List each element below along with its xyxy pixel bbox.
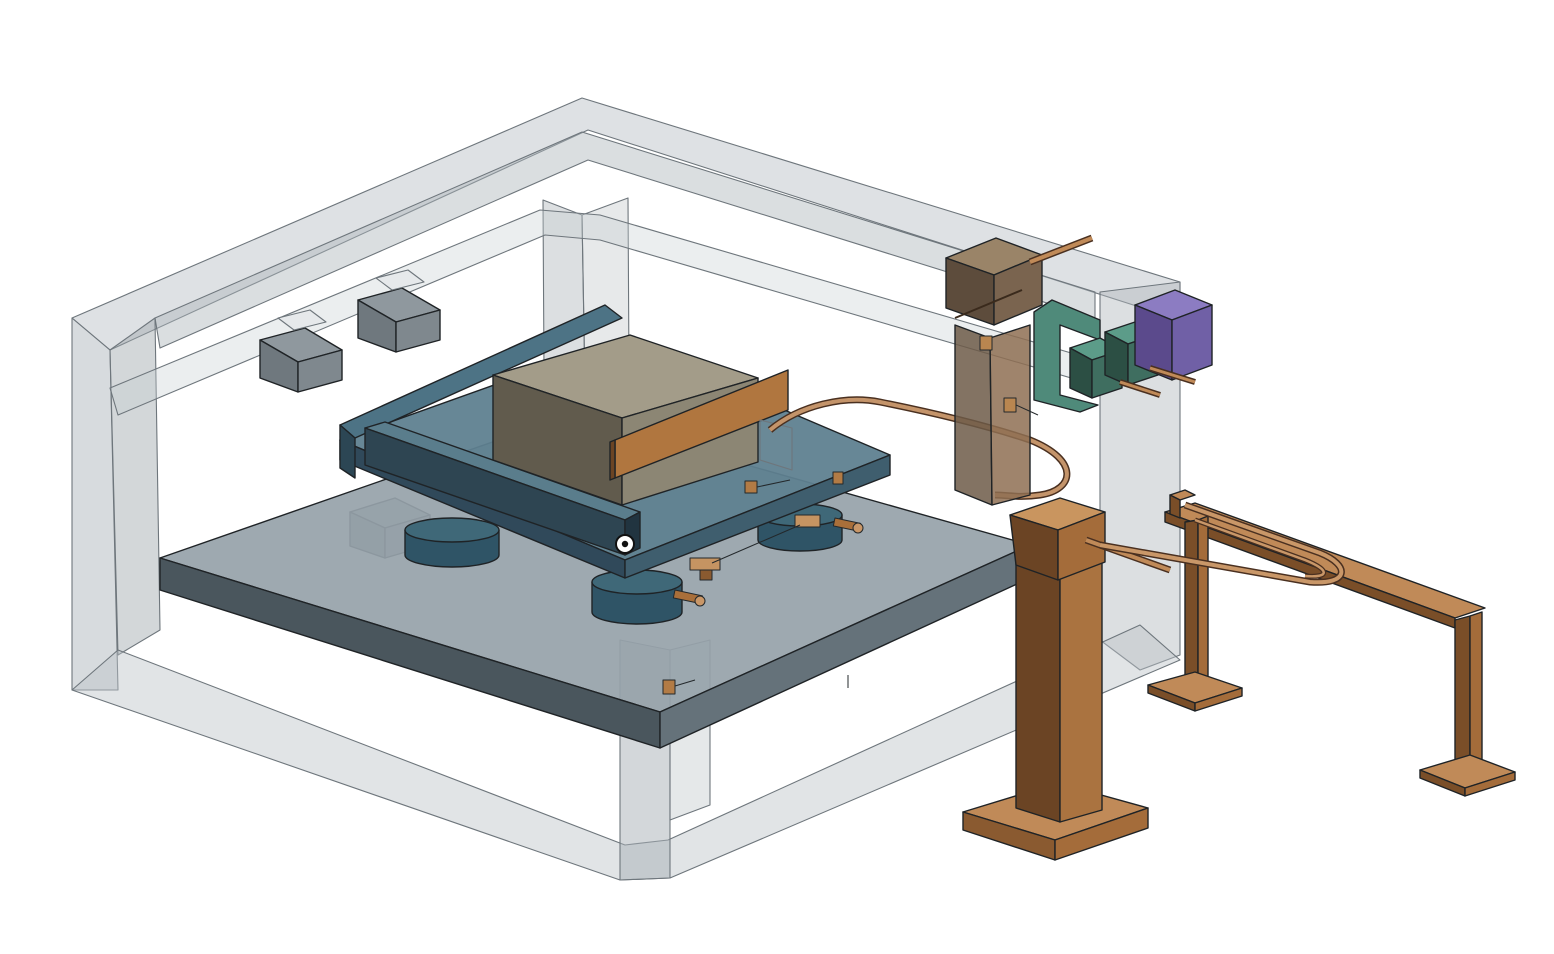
connector-a[interactable] (744, 480, 758, 494)
connector-b[interactable] (832, 471, 844, 485)
module-rods[interactable] (1119, 365, 1196, 398)
sensor-box-1[interactable] (259, 309, 343, 393)
stage-plate-right (624, 454, 891, 579)
column-rear-face-left (954, 324, 993, 506)
arm-beam-top (1164, 502, 1486, 619)
connector-d[interactable] (689, 557, 721, 571)
pedestal-head-right (1057, 511, 1106, 581)
connector-c[interactable] (794, 514, 821, 528)
connector-f[interactable] (662, 679, 676, 695)
column-rear-face-right (989, 324, 1031, 506)
column-fittings[interactable] (979, 335, 1039, 416)
arm-leg-near (1454, 615, 1471, 779)
front-pedestal[interactable] (962, 497, 1149, 861)
pedestal-base-right (1054, 807, 1149, 861)
copper-shield-plate[interactable] (609, 369, 789, 481)
column-rod[interactable] (954, 234, 1094, 319)
transfer-rails[interactable] (1099, 501, 1345, 586)
stage-rear-rail-face (339, 424, 356, 479)
arm-leg-far (1184, 519, 1199, 689)
teal-bracket[interactable] (1033, 299, 1101, 413)
mount-column-rear[interactable] (945, 237, 1043, 506)
stage-connectors[interactable] (662, 471, 849, 695)
enclosure-left-post (71, 317, 119, 691)
transfer-arm[interactable] (1147, 489, 1516, 797)
column-head-right (993, 254, 1043, 326)
sensor-box-2[interactable] (357, 269, 441, 353)
isolator-pins[interactable] (672, 517, 864, 607)
enclosure-left-post-side (109, 317, 161, 656)
isolator-front[interactable] (591, 569, 683, 625)
origin-marker-icon[interactable] (615, 534, 635, 554)
connector-e[interactable] (699, 569, 713, 581)
purple-module[interactable] (1134, 289, 1213, 381)
isolator-left[interactable] (404, 517, 500, 568)
